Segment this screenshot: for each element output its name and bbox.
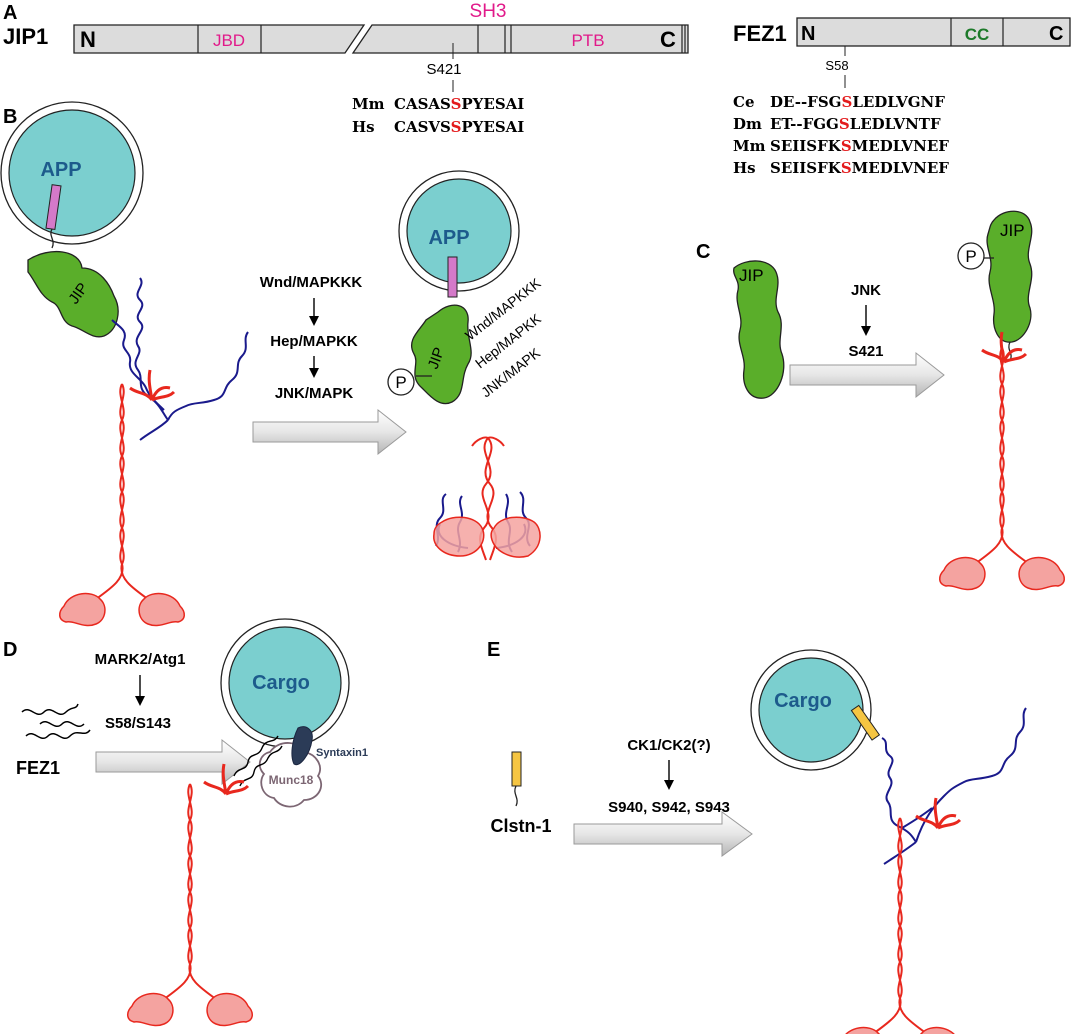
panel-e-kinase: CK1/CK2(?)	[627, 737, 710, 754]
panel-b-arrow	[252, 408, 407, 456]
syntaxin1-label: Syntaxin1	[316, 747, 368, 759]
jip1-jbd-label: JBD	[213, 31, 245, 50]
jip-blob-c-right	[986, 210, 1033, 343]
kinesin-folded	[433, 436, 541, 561]
fez1-c-terminus: C	[1049, 23, 1063, 45]
panel-d-kinase: MARK2/Atg1	[95, 651, 186, 668]
app-vesicle-right	[398, 170, 520, 298]
phospho-p-b: P	[395, 373, 406, 392]
cargo-vesicle-d	[220, 618, 350, 748]
jip-blob-left	[27, 250, 119, 338]
clstn1-label: Clstn-1	[490, 816, 551, 836]
phospho-p-c: P	[965, 247, 976, 266]
fez1-label: FEZ1	[16, 758, 60, 778]
panel-d-arrow	[95, 738, 251, 786]
syntaxin1-shape	[291, 726, 313, 766]
jip1-domain-bar	[73, 24, 689, 54]
jip1-name: JIP1	[3, 24, 48, 49]
panel-e-sites: S940, S942, S943	[608, 799, 730, 816]
panel-c-site: S421	[848, 343, 883, 360]
app-vesicle-left	[0, 101, 144, 249]
cascade-step-3: JNK/MAPK	[275, 385, 354, 402]
clstn1-protein	[511, 751, 522, 807]
kinesin-motor-c	[938, 330, 1066, 591]
fez1-domain-bar	[796, 17, 1071, 47]
cargo-label-d: Cargo	[252, 672, 310, 694]
jip-label-c-left: JIP	[739, 266, 764, 285]
munc18-label: Munc18	[269, 773, 314, 787]
app-label-left: APP	[40, 159, 81, 181]
fez1-cc-label: CC	[965, 25, 990, 44]
jip1-n-terminus: N	[80, 27, 96, 52]
kinesin-motor-e	[836, 796, 964, 1034]
jip1-c-terminus: C	[660, 27, 676, 52]
fez1-name: FEZ1	[733, 21, 787, 46]
jip-blob-right	[411, 304, 472, 405]
kinesin-motor-left	[58, 368, 186, 627]
panel-label-e: E	[487, 639, 500, 661]
jip-blob-c-left	[733, 260, 785, 399]
kinesin-motor-d	[126, 762, 254, 1027]
jip-label-right: JIP	[425, 345, 448, 371]
panel-label-c: C	[696, 241, 710, 263]
panel-label-a: A	[3, 2, 17, 24]
cargo-vesicle-e	[750, 649, 881, 771]
panel-c-arrow	[789, 351, 945, 399]
app-label-right: APP	[428, 227, 469, 249]
panel-label-d: D	[3, 639, 17, 661]
panel-d-sites: S58/S143	[105, 715, 171, 732]
cascade-step-2: Hep/MAPKK	[270, 333, 358, 350]
fez1-n-terminus: N	[801, 23, 815, 45]
panel-label-b: B	[3, 106, 17, 128]
cargo-label-e: Cargo	[774, 690, 832, 712]
fez1-site-label: S58	[825, 58, 848, 73]
jip-label-c-right: JIP	[1000, 221, 1025, 240]
fez1-squiggle-free	[21, 703, 91, 739]
cascade-step-1: Wnd/MAPKKK	[260, 274, 363, 291]
kinesin-light-chains-left	[111, 277, 249, 441]
panel-e-arrow	[573, 811, 753, 857]
jip1-site-label: S421	[426, 61, 461, 78]
fez1-squiggle-bound	[233, 735, 283, 787]
jip1-sh3-label: SH3	[470, 1, 507, 22]
jip1-ptb-label: PTB	[571, 31, 604, 50]
kinesin-light-chains-e	[881, 707, 1027, 865]
panel-c-kinase: JNK	[851, 282, 881, 299]
